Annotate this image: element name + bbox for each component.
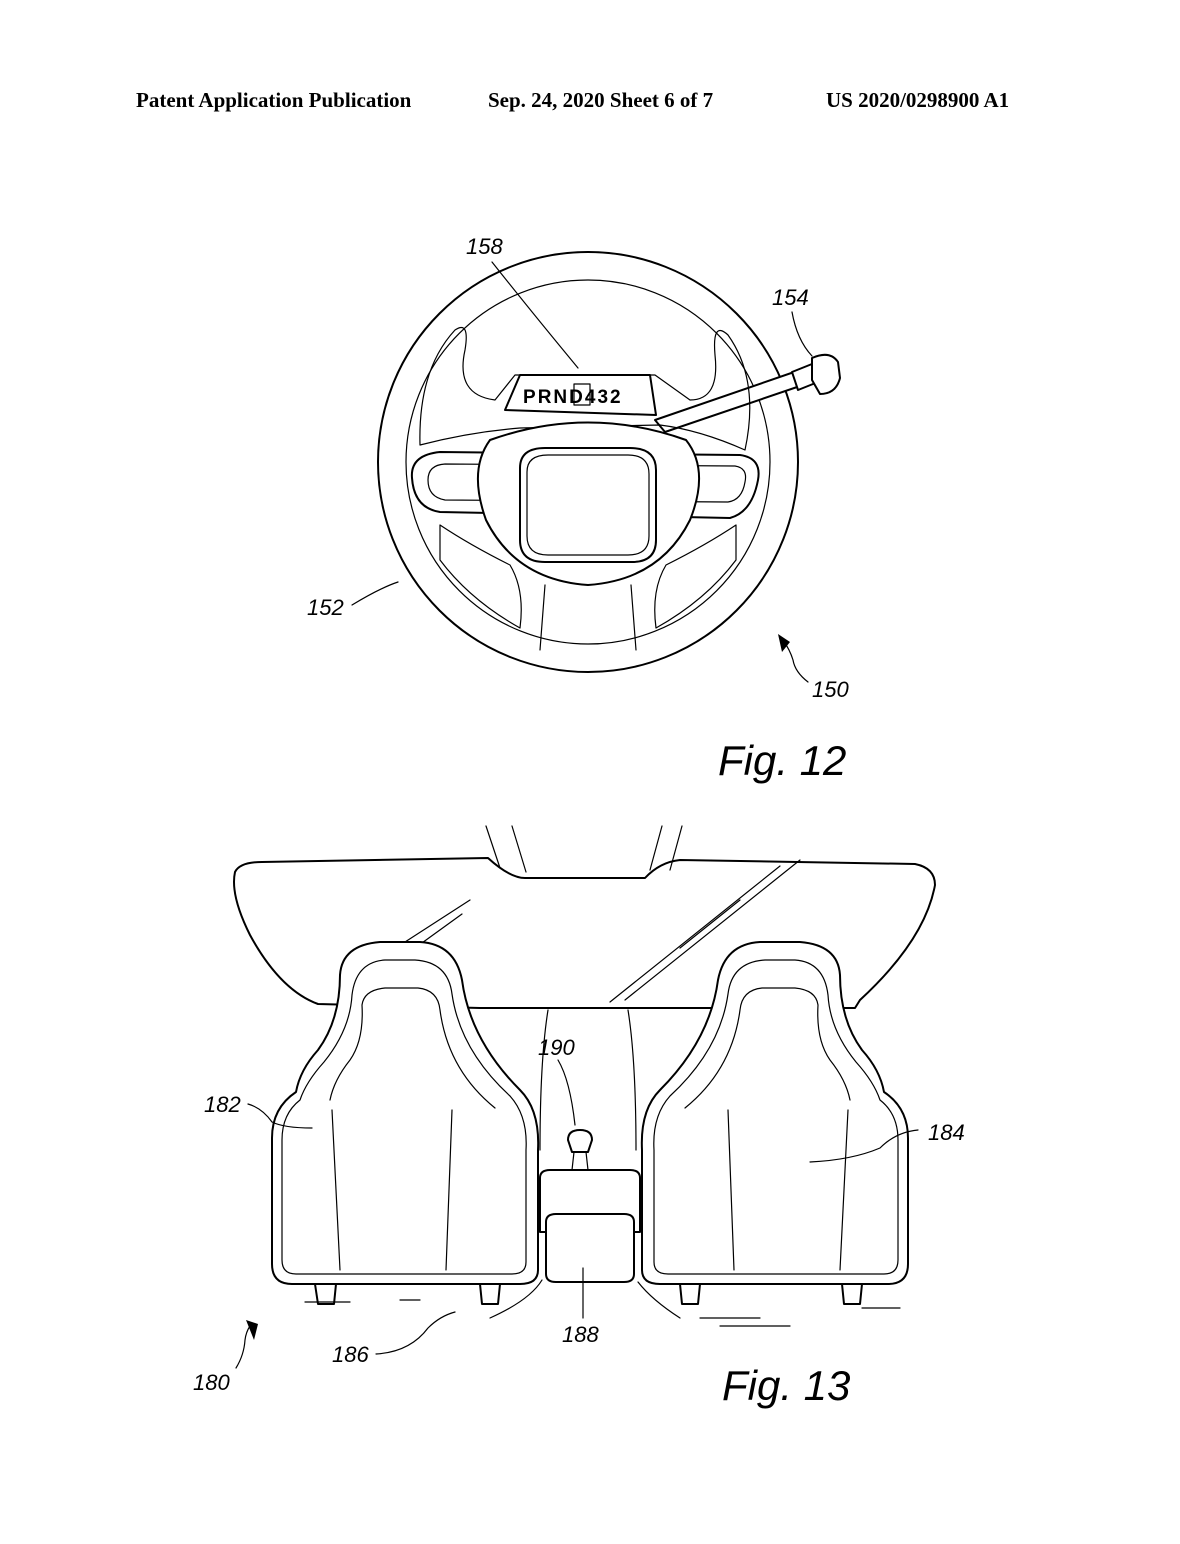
lower-spoke: [540, 585, 636, 650]
stalk-shaft: [655, 370, 806, 432]
stalk-knob: [812, 355, 840, 394]
leader-186: [376, 1312, 455, 1354]
gear-display-text: PRND432: [523, 387, 623, 408]
ref-154: 154: [772, 285, 809, 310]
leader-184: [810, 1130, 918, 1162]
leader-158: [492, 262, 578, 368]
windshield-reflection: [405, 860, 800, 1002]
left-seat-feet: [315, 1284, 500, 1304]
leader-180: [236, 1326, 250, 1368]
leader-154: [792, 312, 812, 356]
ref-184: 184: [928, 1120, 965, 1145]
gear-n: N: [553, 387, 569, 408]
shifter-boot: [572, 1152, 588, 1170]
dashboard: [234, 858, 935, 1008]
ref-182: 182: [204, 1092, 241, 1117]
fig13-caption: Fig. 13: [722, 1362, 850, 1409]
right-seat-bolster: [685, 988, 850, 1108]
leader-150: [783, 640, 808, 682]
ref-188: 188: [562, 1322, 599, 1347]
ref-180: 180: [193, 1370, 230, 1395]
a-pillars: [486, 826, 682, 872]
hub-outer: [478, 423, 699, 586]
right-seat-inner: [654, 960, 898, 1274]
ref-190: 190: [538, 1035, 575, 1060]
ref-150: 150: [812, 677, 849, 702]
left-seat-bolster: [330, 988, 495, 1108]
left-seat-inner: [282, 960, 526, 1274]
leader-182: [248, 1104, 312, 1128]
left-seat-outer: [272, 942, 538, 1284]
console-upper: [540, 1170, 640, 1232]
shifter-knob: [568, 1130, 592, 1152]
leader-152: [352, 582, 398, 605]
fig12-caption: Fig. 12: [718, 737, 846, 784]
floor-hatching: [305, 1300, 900, 1326]
center-tunnel: [540, 1010, 636, 1150]
ref-152: 152: [307, 595, 344, 620]
arrowhead-180: [246, 1320, 258, 1340]
right-seat-seams: [728, 1110, 848, 1270]
ref-158: 158: [466, 234, 503, 259]
left-seat-seams: [332, 1110, 452, 1270]
right-seat-outer: [642, 942, 908, 1284]
gear-p: P: [523, 387, 538, 408]
right-seat-feet: [680, 1284, 862, 1304]
console-lower: [546, 1214, 634, 1282]
gear-r: R: [538, 387, 554, 408]
floor-contours: [490, 1280, 680, 1318]
gear-3: 3: [597, 387, 610, 408]
gear-2: 2: [610, 387, 623, 408]
ref-186: 186: [332, 1342, 369, 1367]
leader-190: [558, 1060, 575, 1125]
figure-12-steering-wheel: PRND432 158 154 152 150 Fig. 12: [0, 0, 1180, 800]
